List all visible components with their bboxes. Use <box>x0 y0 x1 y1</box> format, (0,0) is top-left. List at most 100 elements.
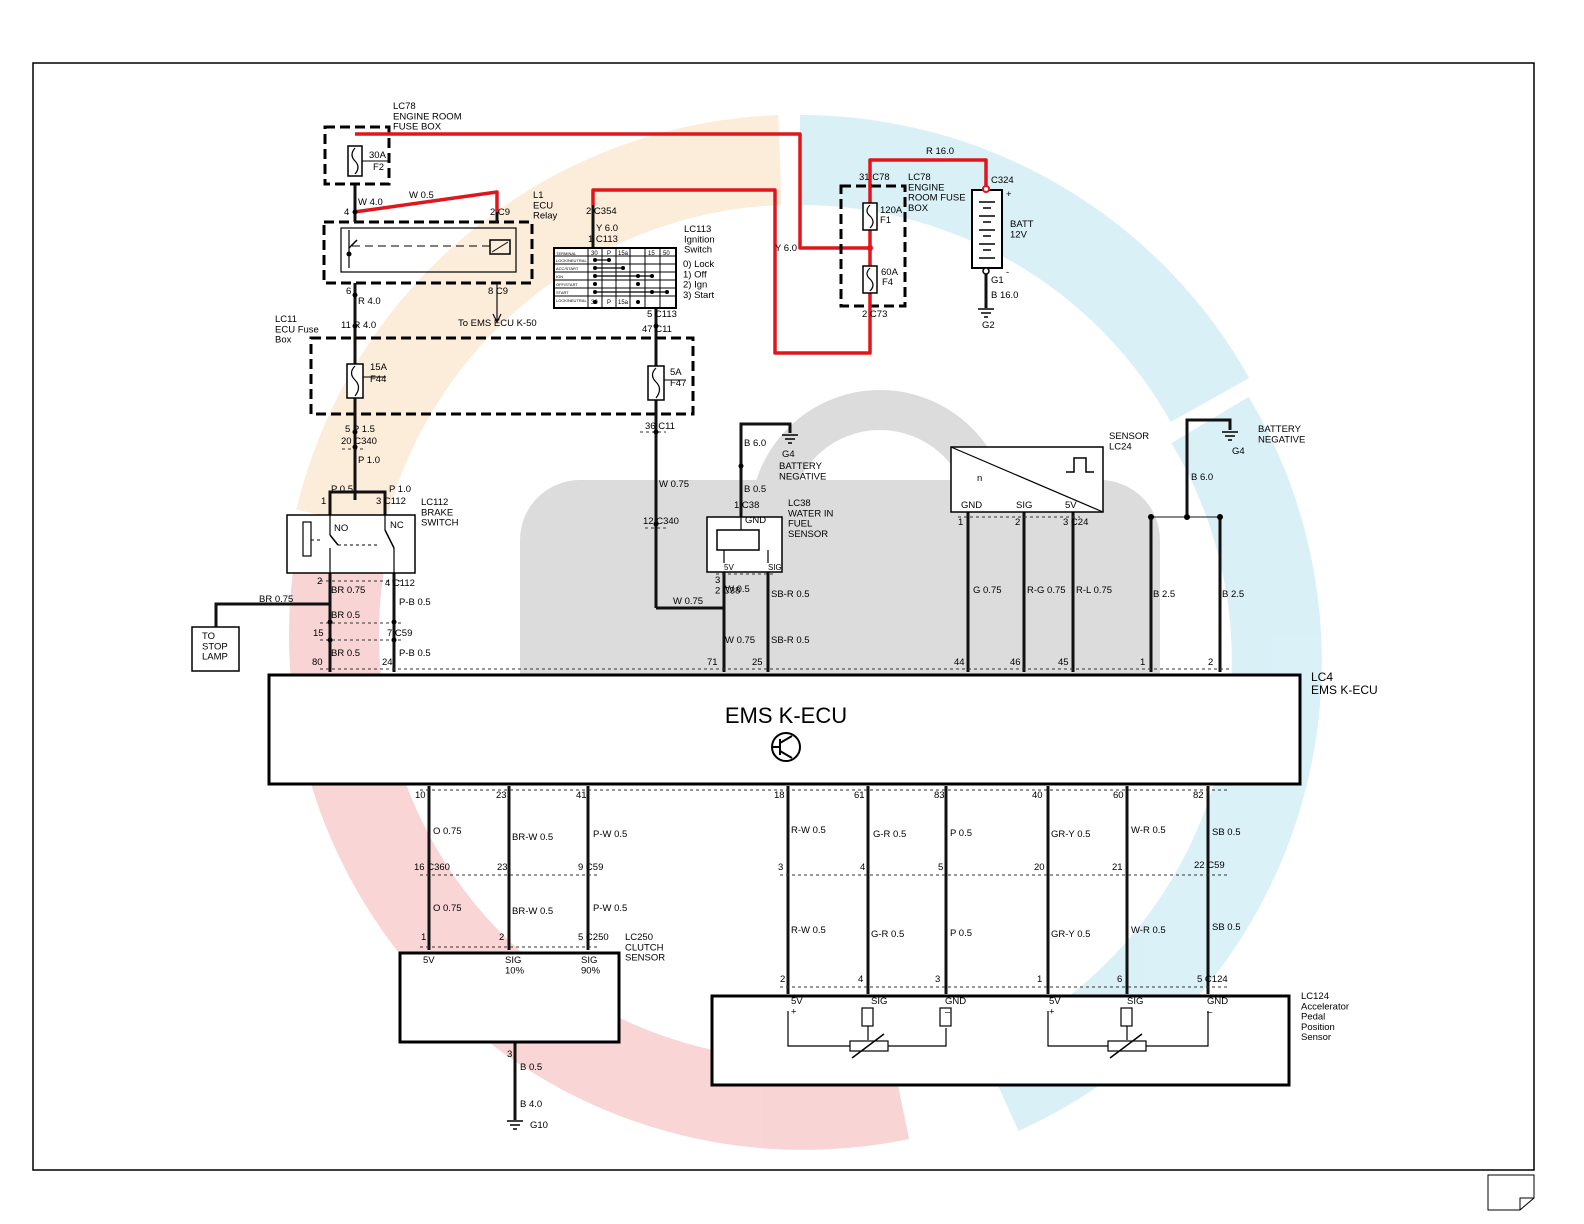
ground-g2 <box>978 308 994 318</box>
label-line: EMS K-ECU <box>1311 683 1378 697</box>
label-line: 18 <box>774 790 785 801</box>
label-line: C324 <box>991 175 1014 186</box>
label-line: 3 C112 <box>376 496 406 507</box>
label-line: SIG <box>871 996 887 1007</box>
label-line: 11 R 4.0 <box>341 320 376 331</box>
label-line: 10% <box>505 965 525 976</box>
label-g4-left: G4 <box>782 449 795 460</box>
label-line: SENSOR <box>1109 431 1149 442</box>
label-line: 5 P 1.5 <box>345 424 375 435</box>
label-line: SENSOR <box>788 529 828 540</box>
ign-head-15: 15 <box>648 251 655 257</box>
label-line: R 16.0 <box>926 146 954 157</box>
label-c113-top: 1 C113 <box>588 234 618 245</box>
ign-foot-p: P <box>607 300 611 306</box>
label-c340-top: 20 C340 <box>341 436 377 447</box>
label-pin-60: 60 <box>1113 790 1124 801</box>
label-line: 1 <box>1140 657 1145 668</box>
label-line: SWITCH <box>421 518 459 529</box>
label-b05-c38: B 0.5 <box>744 484 766 495</box>
ignition-switch-table: 30 P 15a 15 50 30 P 15a TERMINAL LOCK/NE… <box>553 247 677 309</box>
label-line: W 0.75 <box>659 479 689 490</box>
label-line: 2 <box>499 932 504 943</box>
label-pb05-b: P-B 0.5 <box>399 648 431 659</box>
ground-g4-right <box>1222 431 1238 441</box>
label-c78-pin: 31 C78 <box>859 172 890 183</box>
label-line: 31 C78 <box>859 172 890 183</box>
label-pin-1-brake: 1 <box>321 496 326 507</box>
label-y60-right: Y 6.0 <box>775 243 797 254</box>
label-line: 40 <box>1032 790 1043 801</box>
label-line: R-W 0.5 <box>791 825 826 836</box>
label-line: 2 <box>1015 517 1020 528</box>
label-line: 4 <box>860 862 865 873</box>
label-line: SENSOR <box>625 953 665 964</box>
label-line: Y 6.0 <box>596 223 618 234</box>
label-line: 46 <box>1010 657 1021 668</box>
label-line: 1 C113 <box>588 234 618 245</box>
label-gry05-a: GR-Y 0.5 <box>1051 829 1090 840</box>
accelerator-pedal-sensor-lc124 <box>710 994 1291 1087</box>
label-f1-name: F1 <box>880 215 891 226</box>
relay-coil <box>489 239 511 255</box>
label-line: P-B 0.5 <box>399 648 431 659</box>
label-g075: G 0.75 <box>973 585 1002 596</box>
label-br05-b: BR 0.5 <box>331 648 360 659</box>
label-br05-a: BR 0.5 <box>331 610 360 621</box>
label-line: 4 <box>858 974 863 985</box>
label-line: G2 <box>982 320 995 331</box>
label-pin-1-ecu: 1 <box>1140 657 1145 668</box>
label-line: 2 C73 <box>862 309 887 320</box>
label-r40-a: R 4.0 <box>358 296 381 307</box>
label-line: G-R 0.5 <box>873 829 906 840</box>
label-line: LC78 <box>393 101 416 112</box>
label-line: 44 <box>954 657 965 668</box>
label-line: B 0.5 <box>744 484 766 495</box>
label-line: W 0.5 <box>725 584 750 595</box>
label-w40: W 4.0 <box>358 197 383 208</box>
label-line: 5A <box>670 367 682 378</box>
label-line: TO <box>202 631 215 642</box>
label-line: 83 <box>934 790 945 801</box>
label-c250-5v: 5V <box>423 955 435 966</box>
label-line: 23 <box>497 862 508 873</box>
label-line: 21 <box>1112 862 1123 873</box>
label-brw05-a: BR-W 0.5 <box>512 832 553 843</box>
label-line: 15 <box>313 628 324 639</box>
label-line: 3 <box>715 575 720 586</box>
label-line: GND <box>945 996 966 1007</box>
brake-switch-lc112 <box>286 514 416 574</box>
label-p05-a: P 0.5 <box>950 828 972 839</box>
label-line: 3 <box>507 1049 512 1060</box>
svg-text:5V: 5V <box>724 563 734 572</box>
label-pin-61: 61 <box>854 790 865 801</box>
label-batt-plus: + <box>1006 189 1012 200</box>
label-g2: G2 <box>982 320 995 331</box>
label-gnd-c38: GND <box>745 515 766 526</box>
label-line: Relay <box>533 211 558 222</box>
label-line: 5V <box>423 955 435 966</box>
label-pin-5-c59: 5 <box>938 862 943 873</box>
label-pin-6: 6 <box>346 286 351 297</box>
label-line: B 0.5 <box>520 1062 542 1073</box>
label-sb05-a: SB 0.5 <box>1212 827 1241 838</box>
label-lc24-5v: 5V <box>1065 500 1077 511</box>
label-line: 60 <box>1113 790 1124 801</box>
label-p05-brake: P 0.5 <box>331 484 353 495</box>
label-line: BR-W 0.5 <box>512 906 553 917</box>
label-line: Pedal <box>1301 1012 1325 1023</box>
label-c59-right: 22 C59 <box>1194 860 1225 871</box>
ign-foot-15a: 15a <box>618 300 629 306</box>
label-line: BR 0.5 <box>331 610 360 621</box>
label-o075-a: O 0.75 <box>433 826 462 837</box>
label-pin-20-c59: 20 <box>1034 862 1045 873</box>
